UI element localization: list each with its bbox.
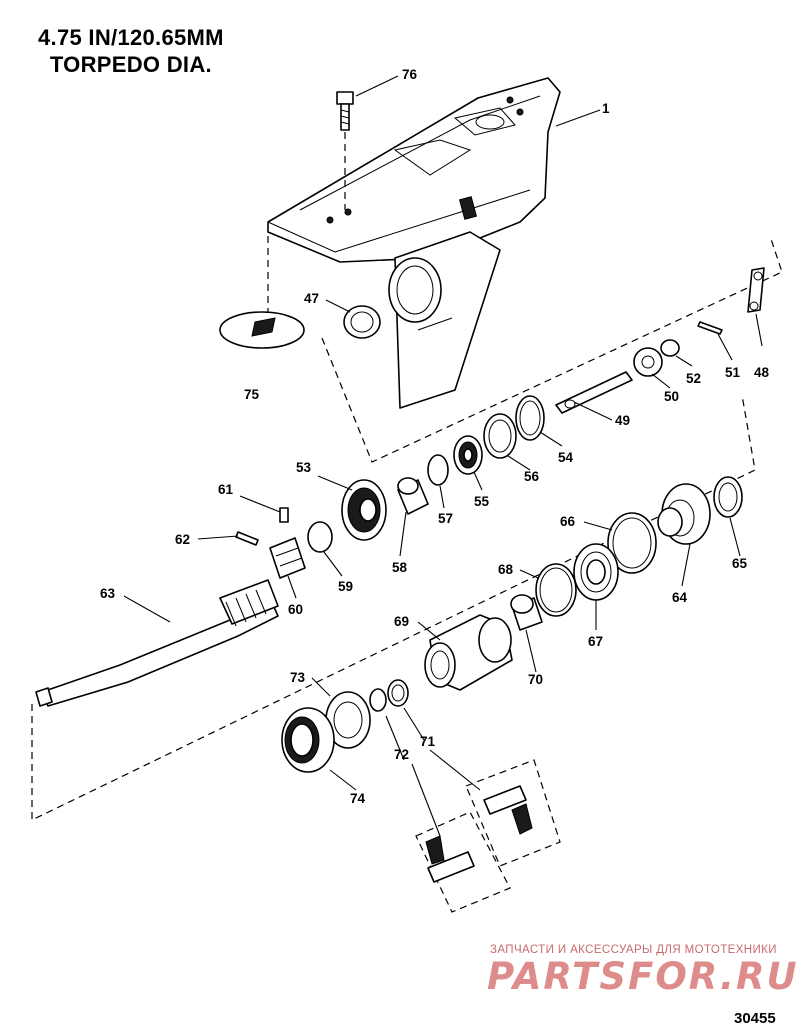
tool-box-72 (415, 811, 511, 913)
callout-51: 51 (725, 365, 741, 380)
callout-55: 55 (474, 494, 490, 509)
callout-1: 1 (602, 101, 610, 116)
callout-53: 53 (296, 460, 312, 475)
ring-part-59 (307, 521, 333, 553)
leader-lines (123, 75, 763, 837)
anode-disk-part-75 (219, 311, 305, 349)
retainer-nut-part-74 (281, 707, 335, 773)
gear-housing-part (267, 77, 561, 409)
callout-54: 54 (558, 450, 574, 465)
callout-59: 59 (338, 579, 353, 594)
pin-part-51 (697, 321, 723, 335)
callout-48: 48 (754, 365, 770, 380)
callout-50: 50 (664, 389, 679, 404)
bearing-carrier-part-69 (424, 614, 513, 691)
shim-part-66 (607, 512, 657, 574)
callout-labels: 76 1 47 48 49 50 51 52 53 54 55 56 57 58… (100, 67, 770, 806)
title-line-2: TORPEDO DIA. (49, 52, 212, 77)
callout-71: 71 (420, 734, 436, 749)
callout-64: 64 (672, 590, 688, 605)
callout-75: 75 (244, 387, 260, 402)
bracket-part-48 (747, 267, 765, 313)
bearing-part-71 (387, 679, 409, 707)
sleeve-part-52 (660, 339, 680, 357)
callout-56: 56 (524, 469, 540, 484)
snap-ring-part-54 (515, 395, 545, 441)
callout-76: 76 (402, 67, 418, 82)
tool-part-72 (425, 835, 475, 883)
callout-61: 61 (218, 482, 234, 497)
callout-63: 63 (100, 586, 116, 601)
callout-69: 69 (394, 614, 409, 629)
callout-67: 67 (588, 634, 603, 649)
callout-62: 62 (175, 532, 190, 547)
callout-72: 72 (394, 747, 409, 762)
shift-shaft-part-49 (555, 371, 633, 414)
callout-57: 57 (438, 511, 453, 526)
diagram-title: 4.75 IN/120.65MM TORPEDO DIA. (38, 24, 224, 78)
set-screw-part-61 (279, 507, 289, 523)
figure-number: 30455 (734, 1010, 776, 1027)
bolt-part-76 (336, 91, 354, 131)
tool-box-71 (465, 759, 561, 867)
tapered-bearing-part-55 (453, 435, 483, 475)
tool-part-71 (483, 785, 533, 835)
callout-49: 49 (615, 413, 630, 428)
callout-58: 58 (392, 560, 408, 575)
clutch-part-60 (269, 537, 306, 579)
propeller-shaft-part-63 (35, 579, 279, 707)
callout-70: 70 (528, 672, 543, 687)
callout-68: 68 (498, 562, 514, 577)
callout-73: 73 (290, 670, 306, 685)
ring-part-57 (427, 454, 449, 486)
title-line-1: 4.75 IN/120.65MM (38, 25, 224, 50)
bearing-race-part-56 (483, 413, 517, 459)
callout-60: 60 (288, 602, 303, 617)
callout-52: 52 (686, 371, 701, 386)
seal-part-65 (713, 476, 743, 518)
callout-47: 47 (304, 291, 319, 306)
gear-part-53 (341, 479, 387, 541)
o-ring-part-68 (535, 563, 577, 617)
gear-part-64 (657, 483, 711, 545)
pin-part-62 (235, 531, 259, 546)
watermark-logo: PARTSFOR.RU (487, 955, 799, 998)
callout-66: 66 (560, 514, 576, 529)
callout-74: 74 (350, 791, 366, 806)
seal-part-72 (369, 688, 387, 712)
needle-bearing-part-58 (397, 477, 429, 515)
needle-bearing-part-70 (510, 594, 543, 631)
seal-part-47 (343, 305, 381, 339)
watermark-tagline: ЗАПЧАСТИ И АКСЕССУАРЫ ДЛЯ МОТОТЕХНИКИ (490, 944, 777, 956)
callout-65: 65 (732, 556, 748, 571)
collar-part-50 (633, 347, 663, 377)
ball-bearing-part-67 (573, 543, 619, 601)
